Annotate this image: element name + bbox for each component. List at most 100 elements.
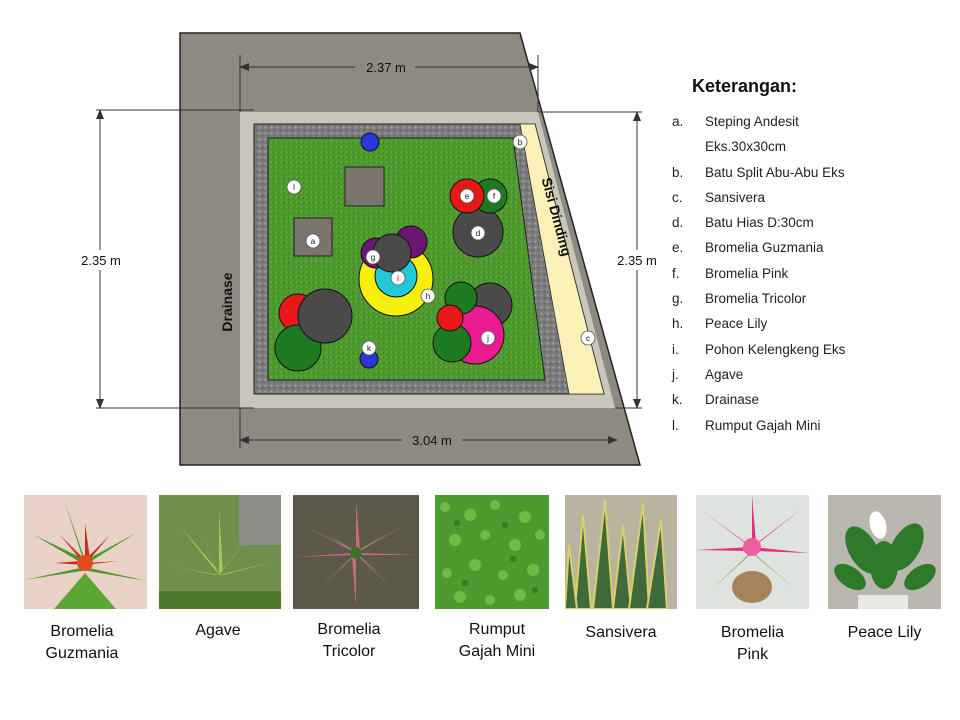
legend-text: Rumput Gajah Mini xyxy=(705,417,821,433)
legend-key: b. xyxy=(672,164,684,180)
caption-line: Peace Lily xyxy=(847,624,922,641)
legend-key xyxy=(672,134,705,159)
marker-k: k xyxy=(361,340,377,356)
marker-g: g xyxy=(365,249,381,265)
marker-c: c xyxy=(580,330,596,346)
legend-item: l. Rumput Gajah Mini xyxy=(672,413,952,438)
marker-d: d xyxy=(470,225,486,241)
dim-label-left: 2.35 m xyxy=(81,253,121,268)
caption-agave: Agave xyxy=(159,620,277,642)
legend-key: a. xyxy=(672,114,684,129)
drain-circle xyxy=(360,132,380,152)
caption-line: Agave xyxy=(195,622,241,639)
photo-sansivera xyxy=(565,495,677,609)
caption-line: Tricolor xyxy=(322,643,376,660)
legend-text: Bromelia Pink xyxy=(705,265,789,281)
svg-text:d: d xyxy=(476,229,480,238)
svg-text:g: g xyxy=(371,253,375,262)
dim-label-bg xyxy=(74,250,128,270)
legend-key: i. xyxy=(672,341,679,357)
svg-text:e: e xyxy=(465,192,470,201)
legend-text: Batu Split Abu-Abu Eks xyxy=(705,164,845,180)
svg-text:c: c xyxy=(586,334,590,343)
photo-agave xyxy=(159,495,281,609)
legend-list: a. Steping Andesit Eks.30x30cm b. Batu Spl… xyxy=(672,109,952,438)
legend-item: d. Batu Hias D:30cm xyxy=(672,210,952,235)
bromelia-guzmania-circle xyxy=(436,304,464,332)
photo-bromelia-tricolor xyxy=(293,495,419,609)
caption-rumput-gajah-mini: Rumput Gajah Mini xyxy=(435,619,559,663)
landscape-site-plan: 2.37 m 2.35 m 2.35 m 3.04 m Drainase Sis… xyxy=(74,32,662,466)
dim-label-bg xyxy=(614,250,662,270)
marker-e: e xyxy=(459,188,475,204)
legend: Keterangan: a. Steping Andesit Eks.30x30c… xyxy=(672,76,952,438)
marker-a: a xyxy=(305,233,321,249)
caption-line: Bromelia xyxy=(50,623,114,640)
marker-h: h xyxy=(420,288,436,304)
legend-key: k. xyxy=(672,392,683,408)
legend-text: Bromelia Guzmania xyxy=(705,240,824,256)
photo-peace-lily xyxy=(828,495,941,609)
drainase-label: Drainase xyxy=(219,272,235,331)
legend-key: h. xyxy=(672,316,684,332)
legend-text: Eks.30x30cm xyxy=(705,139,787,155)
legend-key: e. xyxy=(672,240,684,256)
legend-text: Batu Hias D:30cm xyxy=(705,215,814,231)
svg-text:h: h xyxy=(426,292,430,301)
caption-bromelia-tricolor: Bromelia Tricolor xyxy=(293,619,405,663)
legend-item: b. Batu Split Abu-Abu Eks xyxy=(672,160,952,185)
dim-label-top: 2.37 m xyxy=(366,60,406,75)
legend-key: g. xyxy=(672,291,684,307)
photo-bromelia-pink xyxy=(696,495,809,609)
caption-sansivera: Sansivera xyxy=(565,622,677,644)
caption-peace-lily: Peace Lily xyxy=(828,622,941,644)
svg-text:l: l xyxy=(293,183,295,192)
svg-text:j: j xyxy=(486,334,489,343)
legend-key: d. xyxy=(672,215,684,231)
svg-text:i: i xyxy=(397,274,399,283)
dim-label-right: 2.35 m xyxy=(617,253,657,268)
legend-title: Keterangan: xyxy=(692,76,798,96)
legend-item: j. Agave xyxy=(672,362,952,387)
legend-key: c. xyxy=(672,189,683,205)
caption-line: Bromelia xyxy=(317,621,381,638)
legend-item: g. Bromelia Tricolor xyxy=(672,286,952,311)
legend-item: Eks.30x30cm xyxy=(672,134,952,159)
dim-label-bg xyxy=(355,58,415,76)
legend-text: Sansivera xyxy=(705,189,766,205)
marker-j: j xyxy=(480,330,496,346)
legend-text: Bromelia Tricolor xyxy=(705,291,807,307)
stone-circle xyxy=(297,288,353,344)
legend-item: f. Bromelia Pink xyxy=(672,261,952,286)
legend-item: a. Steping Andesit xyxy=(672,109,952,134)
caption-line: Sansivera xyxy=(585,624,657,641)
svg-text:a: a xyxy=(311,237,316,246)
legend-item: e. Bromelia Guzmania xyxy=(672,235,952,260)
legend-key: j. xyxy=(672,366,679,382)
marker-l: l xyxy=(286,179,302,195)
caption-bromelia-guzmania: Bromelia Guzmania xyxy=(24,621,140,665)
caption-line: Rumput xyxy=(468,621,526,638)
legend-key: f. xyxy=(672,265,680,281)
photo-bromelia-guzmania xyxy=(24,495,147,609)
caption-line: Gajah Mini xyxy=(458,643,536,660)
marker-b: b xyxy=(512,134,528,150)
legend-text: Steping Andesit xyxy=(705,114,799,129)
legend-item: i. Pohon Kelengkeng Eks xyxy=(672,337,952,362)
caption-line: Bromelia xyxy=(720,624,785,641)
marker-i: i xyxy=(390,270,406,286)
legend-item: c. Sansivera xyxy=(672,185,952,210)
svg-text:k: k xyxy=(367,344,372,353)
legend-text: Drainase xyxy=(705,392,760,408)
svg-text:f: f xyxy=(493,192,496,201)
caption-line: Pink xyxy=(736,646,769,663)
marker-f: f xyxy=(486,188,502,204)
svg-text:b: b xyxy=(518,138,523,147)
photo-rumput-gajah-mini xyxy=(435,495,549,609)
legend-text: Pohon Kelengkeng Eks xyxy=(705,341,846,357)
caption-bromelia-pink: Bromelia Pink xyxy=(696,622,809,666)
legend-key: l. xyxy=(672,417,679,433)
caption-line: Guzmania xyxy=(45,645,119,662)
legend-text: Agave xyxy=(705,366,744,382)
dim-label-bottom: 3.04 m xyxy=(412,433,452,448)
